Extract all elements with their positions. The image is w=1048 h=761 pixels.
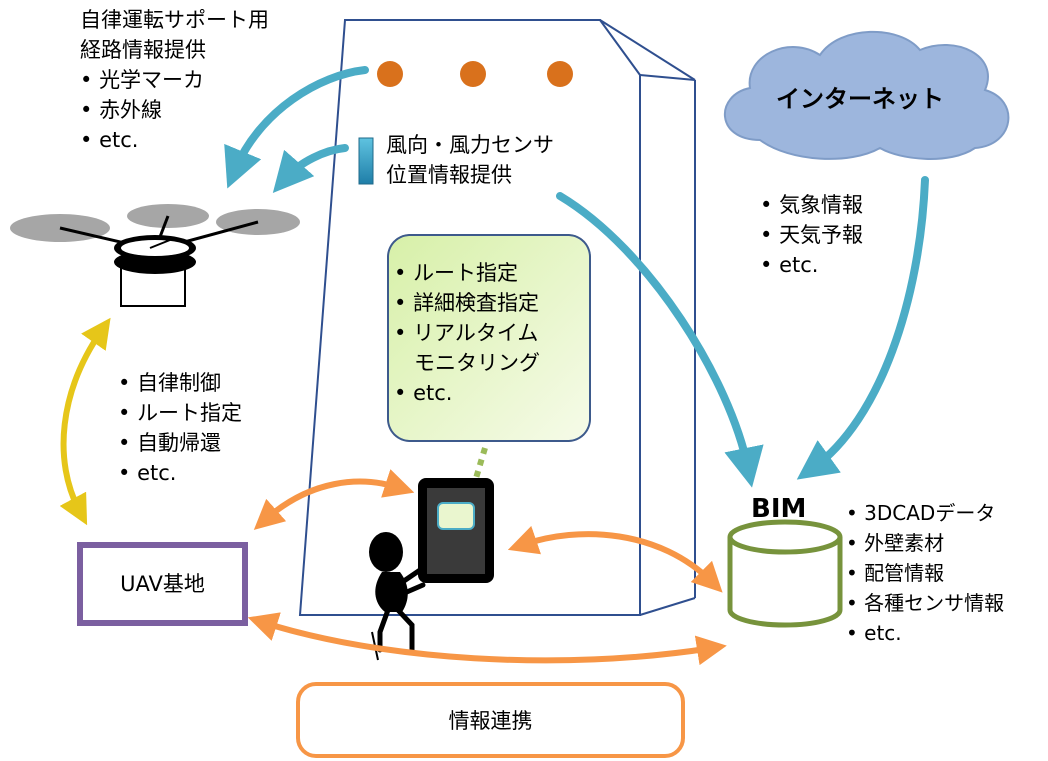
bim-label: BIM: [751, 494, 807, 524]
uav-base-box: [77, 542, 248, 626]
route-info-item: 赤外線: [80, 95, 269, 125]
uav-control-item: etc.: [118, 458, 242, 488]
bim-item: 外壁素材: [846, 528, 1004, 558]
marker-dot: [377, 61, 403, 87]
route-info-title-line: 自律運転サポート用: [80, 8, 269, 32]
marker-dot: [547, 61, 573, 87]
database-icon: [727, 519, 843, 628]
sensor-line: 風向・風力センサ: [386, 133, 554, 157]
wind-sensor-icon: [358, 137, 374, 185]
drone-icon: [10, 204, 300, 307]
bim-item: 配管情報: [846, 558, 1004, 588]
arrow-internet-to-bim: [796, 176, 929, 480]
orange-arrows: [247, 469, 727, 666]
bim-item: 3DCADデータ: [846, 498, 1004, 528]
route-info-item: etc.: [80, 125, 269, 155]
internet-item: 天気予報: [760, 220, 863, 250]
uav-base-label: UAV基地: [120, 572, 205, 596]
internet-items: 気象情報 天気予報 etc.: [760, 190, 863, 280]
marker-dot: [460, 61, 486, 87]
panel-item: リアルタイム: [394, 318, 540, 348]
info-link-box: [296, 682, 685, 758]
route-info-title-line: 経路情報提供: [80, 38, 206, 62]
arrow-tablet-uav-base: [253, 469, 415, 530]
bim-item: etc.: [846, 618, 1004, 648]
marker-dots: [377, 61, 573, 87]
cloud-icon: [724, 30, 1010, 160]
arrow-sensor-to-drone: [272, 144, 349, 194]
tablet-panel-text: ルート指定 詳細検査指定 リアルタイム モニタリング etc.: [394, 258, 540, 408]
info-link-label: 情報連携: [448, 709, 533, 733]
internet-item: etc.: [760, 250, 863, 280]
route-info-text: 自律運転サポート用 経路情報提供 光学マーカ 赤外線 etc.: [80, 5, 269, 155]
internet-label: インターネット: [776, 85, 944, 113]
arrow-sensor-to-bim: [556, 192, 764, 488]
panel-item: 詳細検査指定: [394, 288, 540, 318]
uav-control-item: ルート指定: [118, 398, 242, 428]
arrow-drone-uav-base: [59, 317, 111, 526]
route-info-item: 光学マーカ: [80, 65, 269, 95]
uav-control-item: 自動帰還: [118, 428, 242, 458]
bim-items: 3DCADデータ 外壁素材 配管情報 各種センサ情報 etc.: [846, 498, 1004, 648]
internet-item: 気象情報: [760, 190, 863, 220]
tablet-icon: [418, 478, 494, 583]
panel-item: ルート指定: [394, 258, 540, 288]
panel-item: etc.: [394, 378, 540, 408]
sensor-text: 風向・風力センサ 位置情報提供: [386, 130, 554, 190]
sensor-line: 位置情報提供: [386, 163, 512, 187]
uav-control-item: 自律制御: [118, 368, 242, 398]
panel-item-continuation: モニタリング: [414, 351, 540, 375]
arrow-uav-base-bim: [247, 612, 727, 666]
uav-control-text: 自律制御 ルート指定 自動帰還 etc.: [118, 368, 242, 488]
arrow-tablet-bim: [507, 525, 723, 593]
bim-item: 各種センサ情報: [846, 588, 1004, 618]
